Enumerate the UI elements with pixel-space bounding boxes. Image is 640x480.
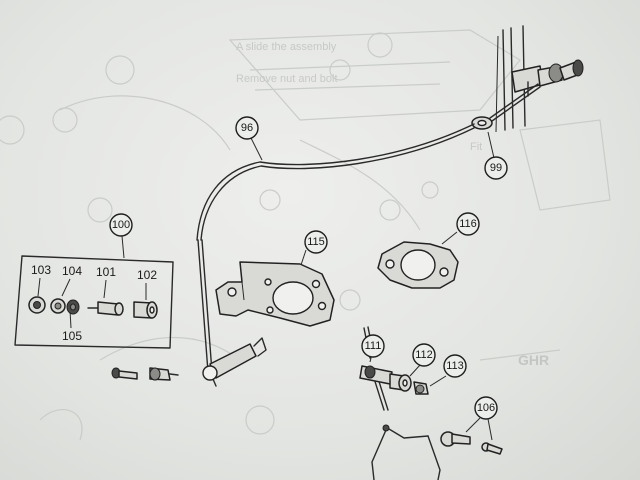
- group-100: 100 103 104 101 102 105: [14, 213, 174, 349]
- callout-116-label: 116: [459, 218, 477, 230]
- svg-text:Remove nut and bolt: Remove nut and bolt: [236, 73, 338, 85]
- label-103: 103: [31, 263, 51, 277]
- callout-106-label: 106: [477, 402, 495, 414]
- screws-106: 106: [440, 396, 503, 455]
- bleed-through-ghost: A slide the assembly Remove nut and bolt…: [0, 29, 611, 441]
- callout-115-label: 115: [307, 236, 325, 248]
- callout-113-label: 113: [446, 360, 464, 372]
- bracket-115: 115: [215, 230, 335, 327]
- choke-cable: [196, 83, 541, 387]
- svg-text:A slide the assembly: A slide the assembly: [236, 41, 337, 53]
- callout-112-label: 112: [415, 349, 433, 361]
- choke-lever: [202, 337, 267, 381]
- gasket-116: 116: [377, 212, 480, 289]
- callout-96: 96: [235, 116, 263, 161]
- loose-fasteners: [111, 367, 179, 381]
- callout-96-label: 96: [241, 122, 253, 134]
- callout-99-label: 99: [490, 162, 502, 174]
- label-101: 101: [96, 265, 116, 279]
- callout-99: 99: [484, 131, 508, 180]
- svg-text:Fit: Fit: [470, 141, 482, 153]
- trunnion-group: 111 112 113: [359, 326, 467, 411]
- callout-111-label: 111: [365, 340, 382, 352]
- callout-100-label: 100: [112, 219, 130, 231]
- label-102: 102: [137, 268, 157, 282]
- label-105: 105: [62, 329, 82, 343]
- bleed-label: GHR: [518, 352, 549, 368]
- label-104: 104: [62, 264, 82, 278]
- choke-knob: [511, 59, 584, 97]
- wire-clip: [371, 424, 441, 480]
